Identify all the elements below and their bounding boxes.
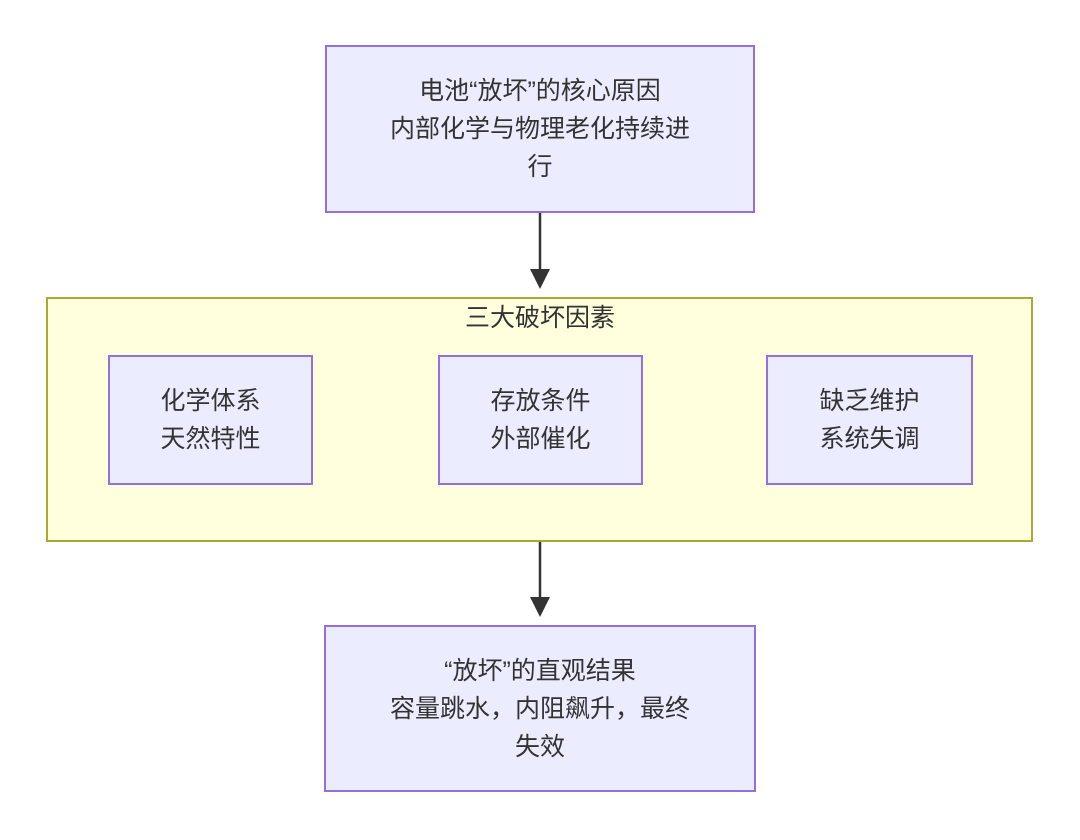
node-chemical-system: 化学体系 天然特性 — [108, 355, 313, 485]
node-lack-of-maintenance: 缺乏维护 系统失调 — [766, 355, 973, 485]
node-core-cause: 电池“放坏”的核心原因 内部化学与物理老化持续进 行 — [325, 45, 755, 213]
node-storage-conditions: 存放条件 外部催化 — [438, 355, 643, 485]
node-visible-result: “放坏”的直观结果 容量跳水，内阻飙升，最终 失效 — [324, 625, 756, 792]
cluster-title: 三大破坏因素 — [464, 304, 615, 332]
